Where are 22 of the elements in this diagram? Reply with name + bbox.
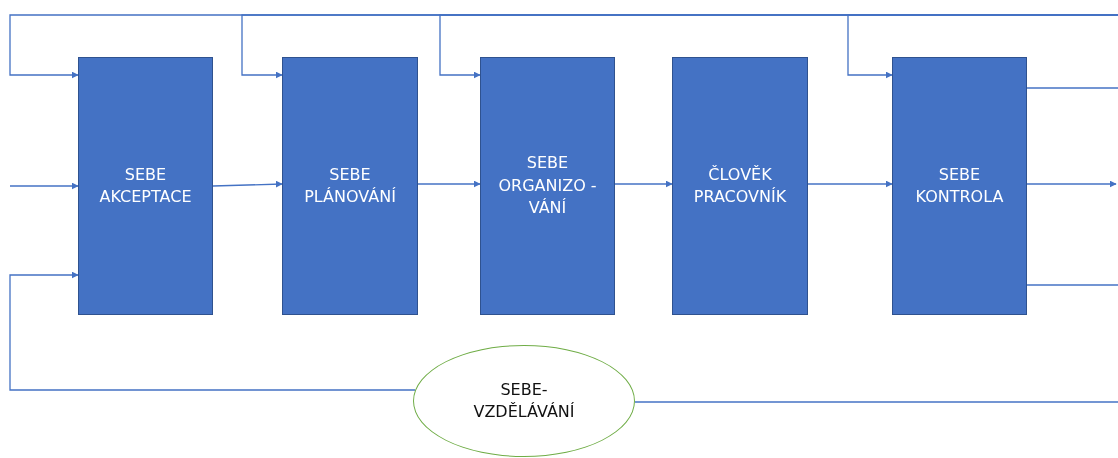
process-box [672,57,808,315]
connector-line [1026,284,1118,286]
arrow [1026,180,1117,188]
process-box [78,57,213,315]
process-box [892,57,1027,315]
node-label: ČLOVĚK PRACOVNÍK [692,163,788,208]
arrow [614,180,673,188]
process-box [282,57,418,315]
arrow [807,180,893,188]
process-box [480,57,615,315]
arrow [9,182,79,190]
node-label: SEBE ORGANIZO - VÁNÍ [497,152,598,220]
node-label: SEBE KONTROLA [914,163,1005,208]
node-label: SEBE- VZDĚLÁVÁNÍ [472,378,576,423]
node-label: SEBE AKCEPTACE [98,163,193,208]
connector-line [634,401,1118,403]
arrow [9,271,416,391]
arrow [847,14,1118,79]
arrow [417,180,481,188]
connector-line [1026,87,1118,89]
node-label: SEBE PLÁNOVÁNÍ [303,163,397,208]
arrow [212,180,283,188]
